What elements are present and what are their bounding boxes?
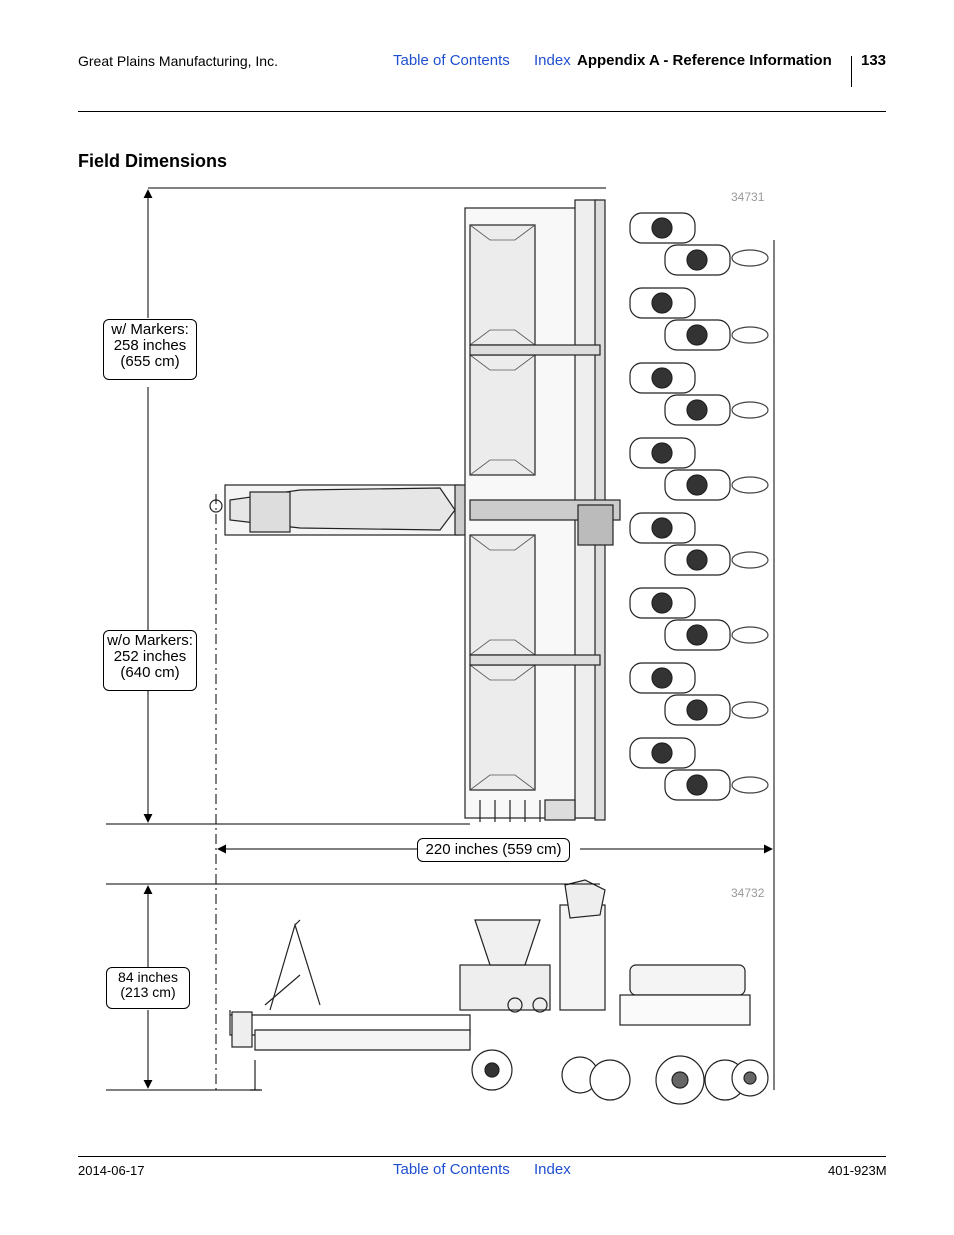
length-dimension: 220 inches (559 cm) bbox=[417, 838, 570, 862]
height-inches: 84 inches bbox=[118, 969, 178, 985]
with-markers-label: w/ Markers: bbox=[111, 321, 189, 338]
company-name: Great Plains Manufacturing, Inc. bbox=[78, 53, 278, 69]
with-markers-inches: 258 inches bbox=[113, 337, 187, 354]
planter-top-view bbox=[209, 199, 769, 822]
footer-date: 2014-06-17 bbox=[78, 1163, 145, 1178]
page-title: Field Dimensions bbox=[78, 151, 228, 171]
footer-toc-link[interactable]: Table of Contents bbox=[393, 1161, 510, 1178]
with-markers-dimension: w/ Markers: 258 inches (655 cm) bbox=[103, 319, 197, 380]
without-markers-dimension: w/o Markers: 252 inches (640 cm) bbox=[103, 630, 197, 691]
height-cm: (213 cm) bbox=[120, 984, 176, 1000]
without-markers-cm: (640 cm) bbox=[120, 664, 180, 681]
section-title: Appendix A - Reference Information bbox=[577, 52, 832, 69]
header-toc-link[interactable]: Table of Contents bbox=[393, 52, 510, 69]
with-markers-cm: (655 cm) bbox=[120, 353, 180, 370]
length-label: 220 inches (559 cm) bbox=[425, 841, 562, 858]
footer-rule bbox=[78, 1156, 886, 1157]
without-markers-label: w/o Markers: bbox=[107, 632, 193, 649]
header-divider bbox=[851, 56, 852, 87]
figure-id-bottom: 34732 bbox=[731, 886, 765, 900]
figure-id-top: 34731 bbox=[731, 190, 765, 204]
without-markers-inches: 252 inches bbox=[113, 648, 187, 665]
height-dimension: 84 inches (213 cm) bbox=[106, 967, 190, 1009]
footer-index-link[interactable]: Index bbox=[534, 1161, 571, 1178]
header-rule bbox=[78, 111, 886, 112]
page-number: 133 bbox=[861, 52, 887, 69]
header-index-link[interactable]: Index bbox=[534, 52, 571, 69]
planter-side-view bbox=[229, 879, 769, 1105]
document-number: 401-923M bbox=[828, 1163, 887, 1178]
